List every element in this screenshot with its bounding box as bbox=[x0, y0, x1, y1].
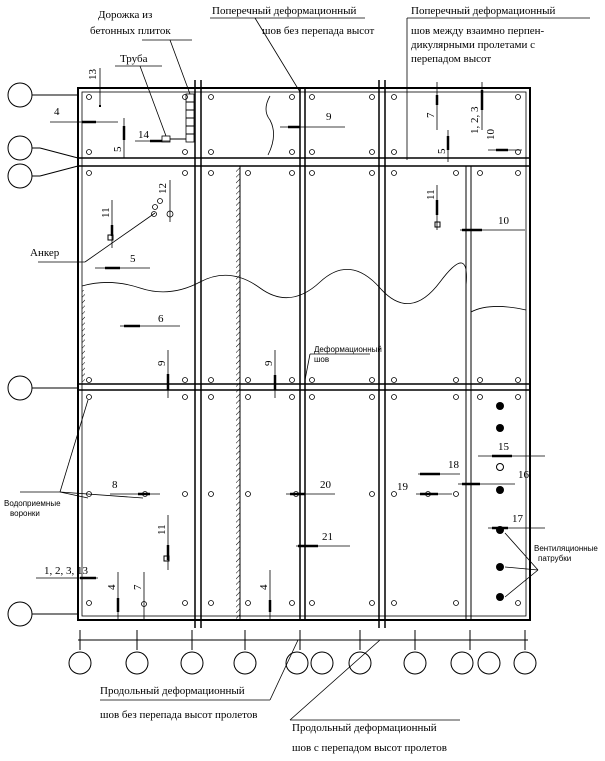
label-tile-path-line2: бетонных плиток bbox=[90, 25, 171, 37]
callout-10-top: 10 bbox=[485, 129, 497, 141]
callout-9-top: 9 bbox=[326, 111, 332, 123]
label-transverse-drop-line3: дикулярными пролетами с bbox=[411, 39, 535, 51]
label-vent-pipes-line1: Вентиляционные bbox=[534, 544, 598, 553]
label-anchor: Анкер bbox=[30, 247, 60, 259]
callout-1-2-3: 1, 2, 3 bbox=[469, 106, 481, 134]
callout-19: 19 bbox=[397, 481, 409, 493]
callout-9-a: 9 bbox=[156, 360, 168, 366]
label-transverse-drop-line4: перепадом высот bbox=[411, 53, 491, 65]
axis-bubbles-bottom bbox=[68, 630, 537, 675]
annotation-labels: Дорожка из бетонных плиток Труба Попереч… bbox=[4, 5, 598, 754]
roof-outline bbox=[77, 87, 531, 621]
label-longitudinal-no-drop-line1: Продольный деформационный bbox=[100, 685, 245, 697]
label-deformation-joint-line2: шов bbox=[314, 355, 329, 364]
callout-11-right: 11 bbox=[425, 189, 437, 200]
callout-20: 20 bbox=[320, 479, 332, 491]
callout-11-left: 11 bbox=[100, 207, 112, 218]
callout-4-bottom-mid: 4 bbox=[258, 584, 270, 590]
callout-14: 14 bbox=[138, 129, 150, 141]
callout-4-bottom-left: 4 bbox=[106, 584, 118, 590]
label-drain-funnels-line1: Водоприемные bbox=[4, 499, 61, 508]
callout-12: 12 bbox=[157, 183, 169, 194]
callout-15: 15 bbox=[498, 441, 510, 453]
callout-18: 18 bbox=[448, 459, 460, 471]
axis-bubbles-left bbox=[7, 82, 79, 627]
callout-8: 8 bbox=[112, 479, 118, 491]
drain-funnels bbox=[86, 94, 521, 607]
callout-numbers: 13 4 14 5 9 7 1, 2, 3 5 10 11 12 5 11 10… bbox=[44, 69, 530, 591]
vent-pipes bbox=[496, 402, 504, 601]
callout-6: 6 bbox=[158, 313, 164, 325]
callout-5-mid: 5 bbox=[130, 253, 136, 265]
callout-5-top-right: 5 bbox=[436, 148, 448, 154]
break-lines bbox=[81, 262, 527, 313]
callout-7-top: 7 bbox=[425, 112, 437, 118]
label-pipe: Труба bbox=[120, 53, 148, 65]
callout-9-b: 9 bbox=[263, 360, 275, 366]
callout-4-top: 4 bbox=[54, 106, 60, 118]
longitudinal-joints bbox=[194, 80, 472, 628]
callout-5-top-left: 5 bbox=[112, 146, 124, 152]
label-transverse-no-drop-line2: шов без перепада высот bbox=[262, 25, 374, 37]
callout-7-bottom-left: 7 bbox=[132, 584, 144, 590]
callout-11-bottom: 11 bbox=[156, 524, 168, 535]
callout-13: 13 bbox=[87, 69, 99, 81]
label-transverse-drop-line1: Поперечный деформационный bbox=[411, 5, 556, 17]
label-vent-pipes-line2: патрубки bbox=[538, 554, 571, 563]
callout-1-2-3-13: 1, 2, 3, 13 bbox=[44, 565, 89, 577]
callout-10-mid: 10 bbox=[498, 215, 510, 227]
hatched-parapets bbox=[82, 95, 274, 620]
callout-17: 17 bbox=[512, 513, 524, 525]
annotation-leaders bbox=[20, 17, 590, 721]
callout-16: 16 bbox=[518, 469, 530, 481]
anchor-squares bbox=[107, 221, 441, 562]
label-transverse-no-drop-line1: Поперечный деформационный bbox=[212, 5, 357, 17]
label-longitudinal-drop-line2: шов с перепадом высот пролетов bbox=[292, 742, 447, 754]
label-drain-funnels-line2: воронки bbox=[10, 509, 40, 518]
label-transverse-drop-line2: шов между взаимно перпен- bbox=[411, 25, 545, 37]
callout-leaders bbox=[36, 68, 545, 620]
label-deformation-joint-line1: Деформационный bbox=[314, 345, 382, 354]
callout-21: 21 bbox=[322, 531, 333, 543]
label-longitudinal-no-drop-line2: шов без перепада высот пролетов bbox=[100, 709, 257, 721]
transverse-joints bbox=[78, 157, 530, 391]
tile-path bbox=[161, 93, 195, 143]
label-tile-path-line1: Дорожка из bbox=[98, 9, 152, 21]
label-longitudinal-drop-line1: Продольный деформационный bbox=[292, 722, 437, 734]
